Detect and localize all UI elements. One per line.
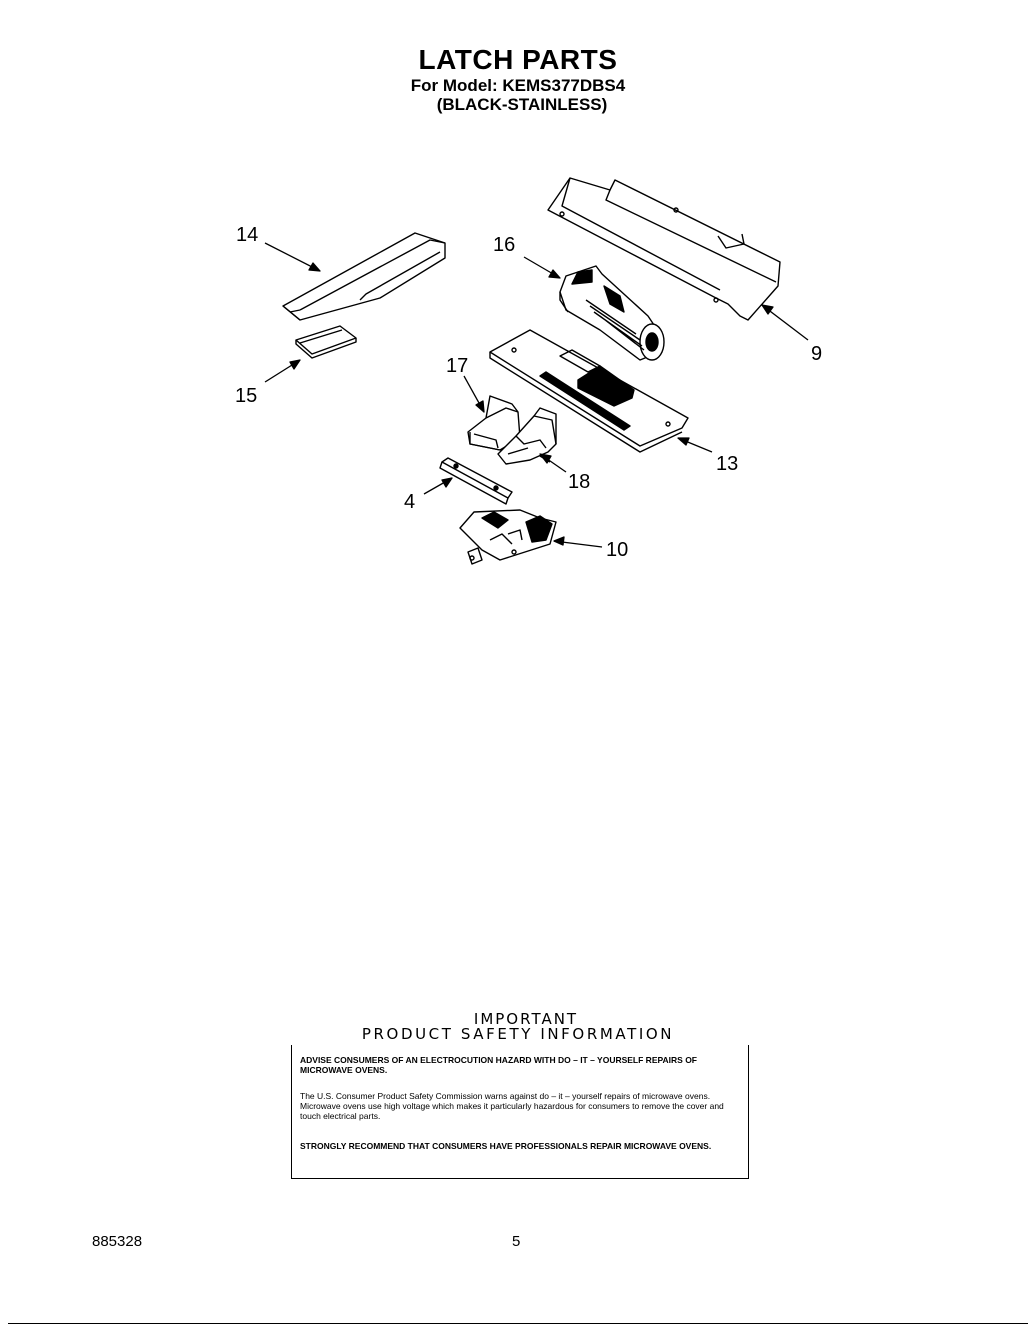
part-4-lever bbox=[439, 457, 513, 505]
leader-arrows bbox=[264, 242, 809, 548]
part-9-cover-bracket bbox=[547, 177, 781, 321]
arrow-18 bbox=[539, 453, 567, 473]
finish-line: (BLACK-STAINLESS) bbox=[436, 95, 608, 114]
part-16-fan-motor bbox=[559, 265, 665, 361]
safety-heading-important: IMPORTANT bbox=[473, 1010, 579, 1028]
arrow-13 bbox=[677, 437, 713, 453]
exploded-parts-diagram: 14 15 16 9 17 13 18 4 10 bbox=[235, 177, 822, 565]
safety-warning: ADVISE CONSUMERS OF AN ELECTROCUTION HAZ… bbox=[300, 1055, 698, 1075]
callout-4: 4 bbox=[404, 491, 415, 513]
arrow-9 bbox=[761, 304, 809, 341]
part-13-base-plate bbox=[489, 329, 689, 453]
callout-10: 10 bbox=[606, 539, 628, 561]
arrow-17 bbox=[463, 375, 485, 413]
arrow-14 bbox=[264, 242, 321, 272]
callout-14: 14 bbox=[236, 224, 258, 246]
arrow-16 bbox=[523, 256, 561, 279]
page-title: LATCH PARTS bbox=[418, 44, 618, 75]
callout-13: 13 bbox=[716, 453, 738, 475]
part-14-cover-channel bbox=[282, 232, 446, 321]
arrow-15 bbox=[264, 359, 301, 383]
callout-18: 18 bbox=[568, 471, 590, 493]
model-line: For Model: KEMS377DBS4 bbox=[410, 76, 626, 95]
document-number: 885328 bbox=[92, 1233, 143, 1250]
callout-15: 15 bbox=[235, 385, 257, 407]
part-15-pad bbox=[295, 325, 357, 359]
safety-recommendation: STRONGLY RECOMMEND THAT CONSUMERS HAVE P… bbox=[300, 1141, 712, 1151]
callout-9: 9 bbox=[811, 343, 822, 365]
safety-body: The U.S. Consumer Product Safety Commiss… bbox=[300, 1091, 724, 1121]
callout-16: 16 bbox=[493, 234, 515, 256]
safety-notice-box: ADVISE CONSUMERS OF AN ELECTROCUTION HAZ… bbox=[291, 1045, 749, 1179]
safety-heading-info: PRODUCT SAFETY INFORMATION bbox=[361, 1025, 675, 1043]
part-17-bracket bbox=[467, 395, 521, 451]
part-10-switch-assembly bbox=[459, 509, 557, 565]
page-number: 5 bbox=[512, 1233, 521, 1250]
part-18-latch-bracket bbox=[497, 407, 557, 465]
bottom-rule bbox=[8, 1323, 1028, 1324]
callout-17: 17 bbox=[446, 355, 468, 377]
arrow-4 bbox=[423, 477, 453, 495]
arrow-10 bbox=[553, 536, 603, 548]
